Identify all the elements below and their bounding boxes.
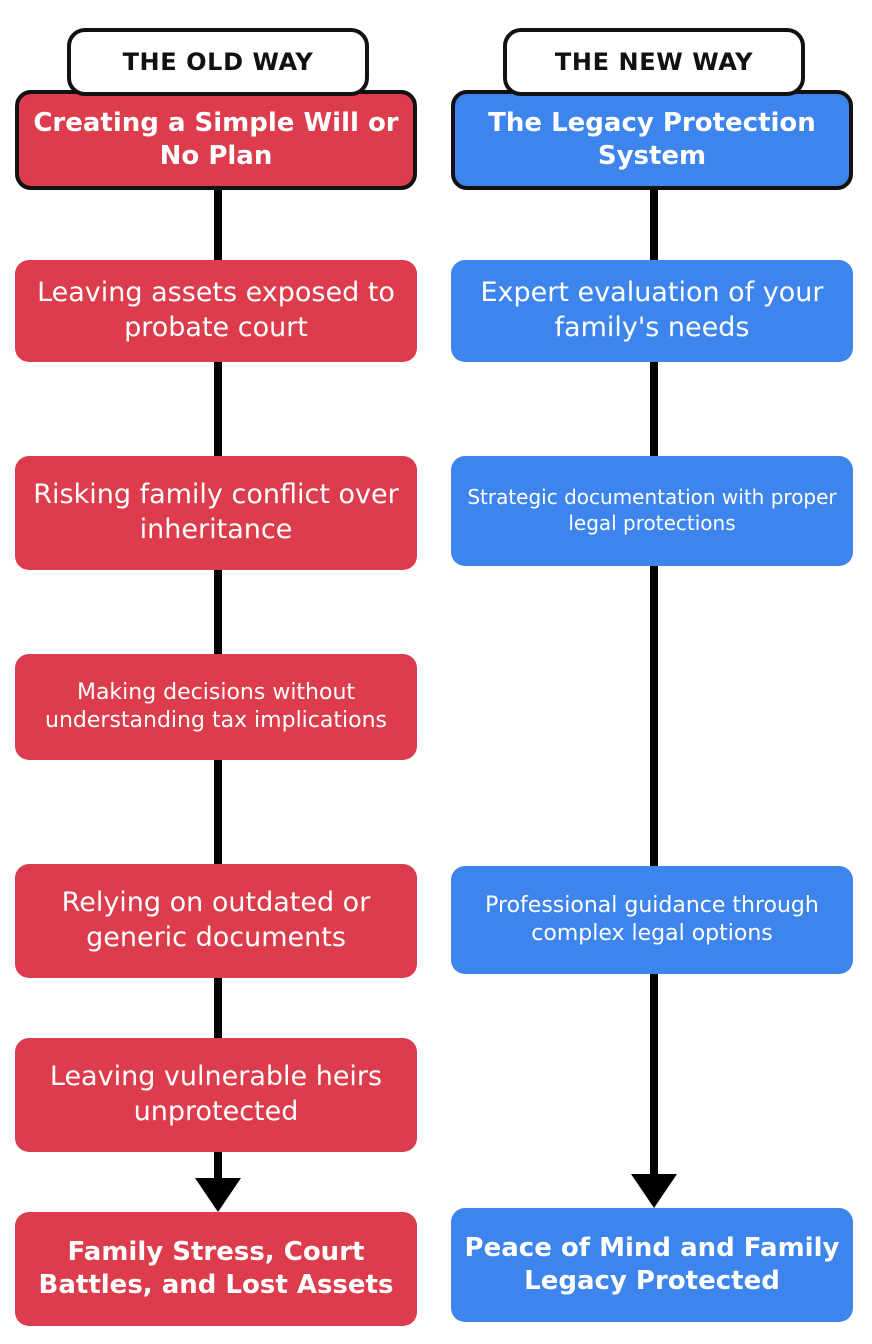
node-right-3-label: Strategic documentation with proper lega…: [467, 485, 837, 535]
new-way-header-pill: THE NEW WAY: [503, 28, 805, 96]
node-left-4[interactable]: Making decisions without understanding t…: [15, 654, 417, 760]
node-right-5[interactable]: Peace of Mind and Family Legacy Protecte…: [451, 1208, 853, 1322]
node-right-1-label: The Legacy Protection System: [488, 107, 816, 171]
node-left-2[interactable]: Leaving assets exposed to probate court: [15, 260, 417, 362]
connector-line-left-2: [214, 358, 222, 458]
node-left-5[interactable]: Relying on outdated or generic documents: [15, 864, 417, 978]
connector-line-left-3: [214, 566, 222, 658]
old-way-column: THE OLD WAY Creating a Simple Will or No…: [15, 28, 417, 1326]
connector-line-left-6: [214, 1148, 222, 1190]
node-right-5-label: Peace of Mind and Family Legacy Protecte…: [464, 1232, 840, 1296]
node-left-6-label: Leaving vulnerable heirs unprotected: [49, 1061, 383, 1127]
node-left-5-label: Relying on outdated or generic documents: [61, 887, 371, 953]
node-left-7[interactable]: Family Stress, Court Battles, and Lost A…: [15, 1212, 417, 1326]
node-left-7-label: Family Stress, Court Battles, and Lost A…: [38, 1236, 394, 1300]
new-way-column: THE NEW WAY The Legacy Protection System…: [436, 0, 872, 1344]
connector-line-left-1: [214, 186, 222, 274]
node-left-1[interactable]: Creating a Simple Will or No Plan: [15, 90, 417, 190]
old-way-header-label: THE OLD WAY: [122, 48, 314, 76]
arrowhead-right: [631, 1174, 677, 1208]
node-left-3[interactable]: Risking family conflict over inheritance: [15, 456, 417, 570]
old-way-header-pill: THE OLD WAY: [67, 28, 369, 96]
node-left-4-label: Making decisions without understanding t…: [45, 679, 387, 733]
arrowhead-left: [195, 1178, 241, 1212]
node-left-1-label: Creating a Simple Will or No Plan: [33, 107, 399, 171]
node-right-3[interactable]: Strategic documentation with proper lega…: [451, 456, 853, 566]
node-right-2-label: Expert evaluation of your family's needs: [480, 277, 824, 343]
connector-line-right-3: [650, 564, 658, 868]
node-left-6[interactable]: Leaving vulnerable heirs unprotected: [15, 1038, 417, 1152]
node-right-4[interactable]: Professional guidance through complex le…: [451, 866, 853, 974]
node-left-3-label: Risking family conflict over inheritance: [33, 479, 399, 545]
connector-line-left-4: [214, 756, 222, 868]
node-right-1[interactable]: The Legacy Protection System: [451, 90, 853, 190]
node-right-4-label: Professional guidance through complex le…: [485, 892, 819, 946]
node-right-2[interactable]: Expert evaluation of your family's needs: [451, 260, 853, 362]
connector-line-right-4: [650, 972, 658, 1188]
connector-line-left-5: [214, 968, 222, 1040]
connector-line-right-1: [650, 186, 658, 274]
connector-line-right-2: [650, 358, 658, 458]
new-way-header-label: THE NEW WAY: [554, 48, 754, 76]
node-left-2-label: Leaving assets exposed to probate court: [37, 277, 395, 343]
